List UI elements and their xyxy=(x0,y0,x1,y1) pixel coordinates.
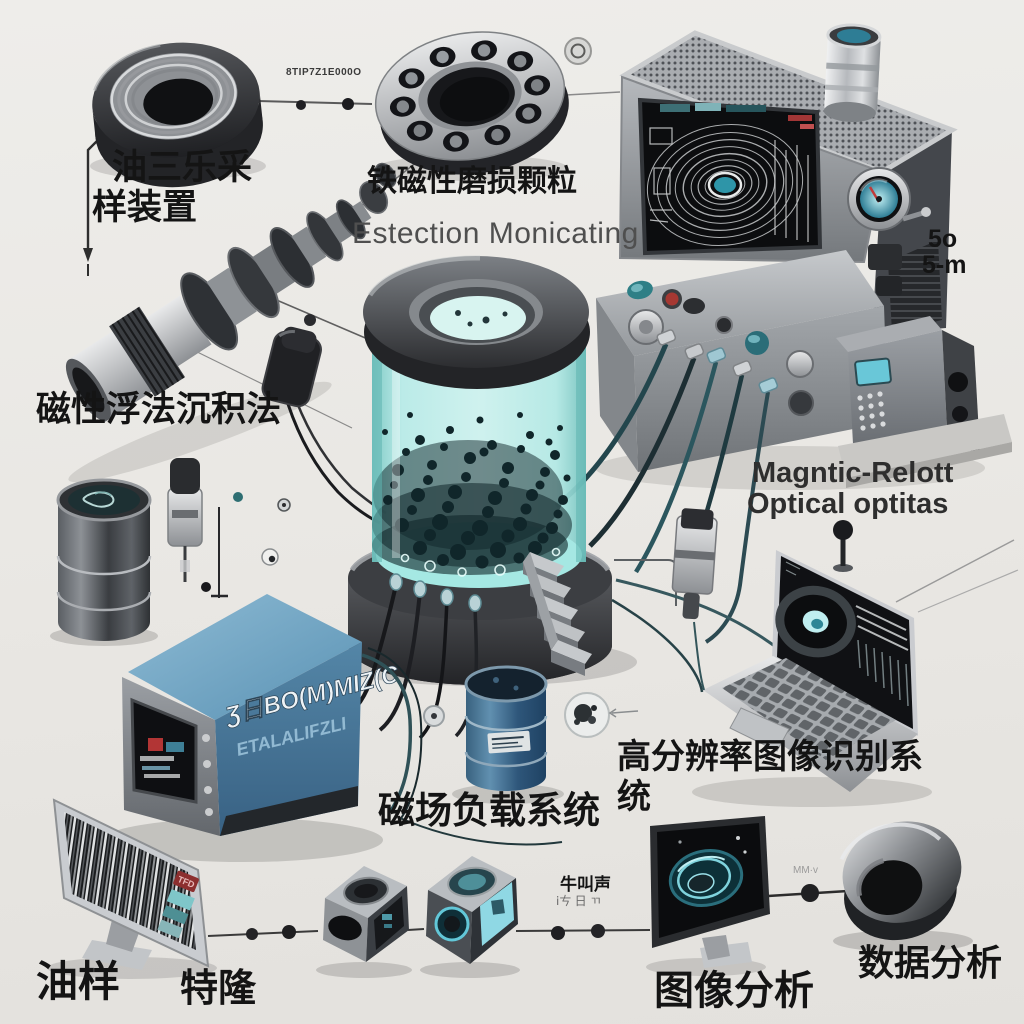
particle-cloud xyxy=(372,412,572,575)
bearing-device xyxy=(374,31,569,175)
label-field-load: 磁场负载系统 xyxy=(378,790,600,831)
small-ring-marker xyxy=(423,705,445,727)
emblem-coin xyxy=(564,37,592,65)
camshaft xyxy=(65,162,397,423)
gauge-dial xyxy=(847,167,931,231)
label-magnetic-line1: Magntic-Relott xyxy=(752,457,954,489)
cube-sensor-1 xyxy=(323,866,409,962)
label-bo-line2: 5-m xyxy=(922,251,967,279)
label-moo: 牛叫声 xyxy=(560,875,611,894)
data-ring xyxy=(839,821,962,941)
image-monitor xyxy=(650,816,770,968)
label-tiny-top: 8TIP7Z1E000O xyxy=(286,67,362,78)
probe-sensor xyxy=(167,458,203,582)
label-tiny-link: MM·v xyxy=(793,865,818,876)
label-moo-sub: ⅰㄘ 日 ㄲ xyxy=(556,894,602,908)
label-te-long: 特隆 xyxy=(180,968,257,1010)
waveform-monitor: TFD xyxy=(52,798,210,970)
stairs xyxy=(523,552,592,676)
label-sampler-line2: 样装置 xyxy=(92,188,198,227)
label-data-analysis: 数据分析 xyxy=(858,942,1003,983)
label-recognition-line2: 统 xyxy=(617,778,651,816)
label-deposition: 磁性浮法沉积法 xyxy=(36,390,282,429)
label-wear-particles: 铁磁性磨损颗粒 xyxy=(367,165,577,198)
analyzer-device xyxy=(554,23,1012,644)
cable-sensor xyxy=(261,326,387,525)
side-module xyxy=(836,316,1012,488)
label-magnetic-line2: Optical optitas xyxy=(747,488,949,520)
sample-disc xyxy=(564,692,639,738)
label-detection: Estection Monicating xyxy=(352,217,639,250)
panel-plugs xyxy=(656,329,779,394)
label-bo-line1: 5o xyxy=(928,225,958,253)
label-image-analysis: 图像分析 xyxy=(654,969,814,1013)
label-oil-sample: 油样 xyxy=(36,958,121,1005)
joystick-knob xyxy=(833,520,853,572)
label-recognition-line1: 高分辨率图像识别系 xyxy=(617,738,923,776)
laptop xyxy=(693,550,918,792)
cube-sensor-2 xyxy=(426,856,518,964)
label-sampler-line1: 油三乐采 xyxy=(112,148,253,187)
oil-drum xyxy=(56,478,152,641)
vessel-device xyxy=(342,255,850,740)
oil-barrel xyxy=(464,665,548,791)
scope-tube xyxy=(823,23,882,123)
sampler-ring-device xyxy=(92,42,263,188)
adapter-stick xyxy=(671,508,718,620)
